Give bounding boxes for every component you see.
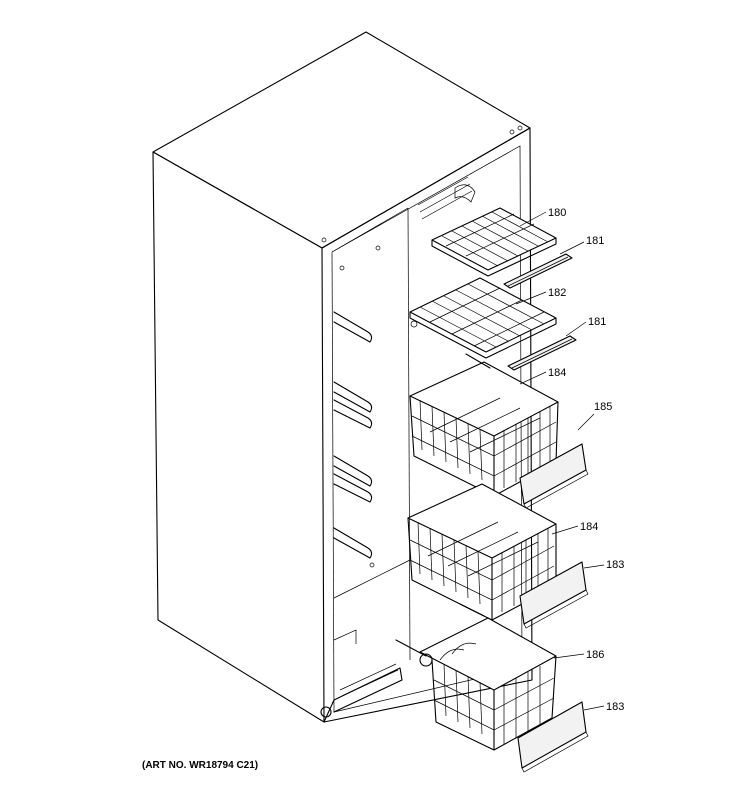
- drawer-front-183-upper: [519, 561, 589, 629]
- wire-basket-184-upper: [409, 353, 559, 497]
- part-label-185: 185: [594, 401, 612, 413]
- leader-lines: [515, 211, 605, 711]
- part-label-181-upper: 181: [586, 235, 604, 247]
- part-label-182: 182: [548, 287, 566, 299]
- part-labels: 180 181 182 181 184 185 184 183 186 183: [548, 207, 624, 713]
- shelf-trim-181-lower: [507, 335, 577, 371]
- wire-shelf-182: [409, 277, 557, 359]
- part-label-183-upper: 183: [606, 559, 624, 571]
- part-label-186: 186: [586, 649, 604, 661]
- part-label-184-upper: 184: [548, 367, 566, 379]
- wire-basket-186: [395, 617, 557, 751]
- art-number-note: (ART NO. WR18794 C21): [142, 760, 258, 771]
- part-label-183-lower: 183: [606, 701, 624, 713]
- part-label-180: 180: [548, 207, 566, 219]
- drawer-front-183-lower: [517, 701, 589, 773]
- drawer-front-185: [519, 443, 589, 509]
- part-label-181-lower: 181: [588, 316, 606, 328]
- part-label-184-lower: 184: [580, 521, 598, 533]
- shelf-trim-181-upper: [503, 253, 573, 289]
- wire-shelf-180: [431, 207, 557, 277]
